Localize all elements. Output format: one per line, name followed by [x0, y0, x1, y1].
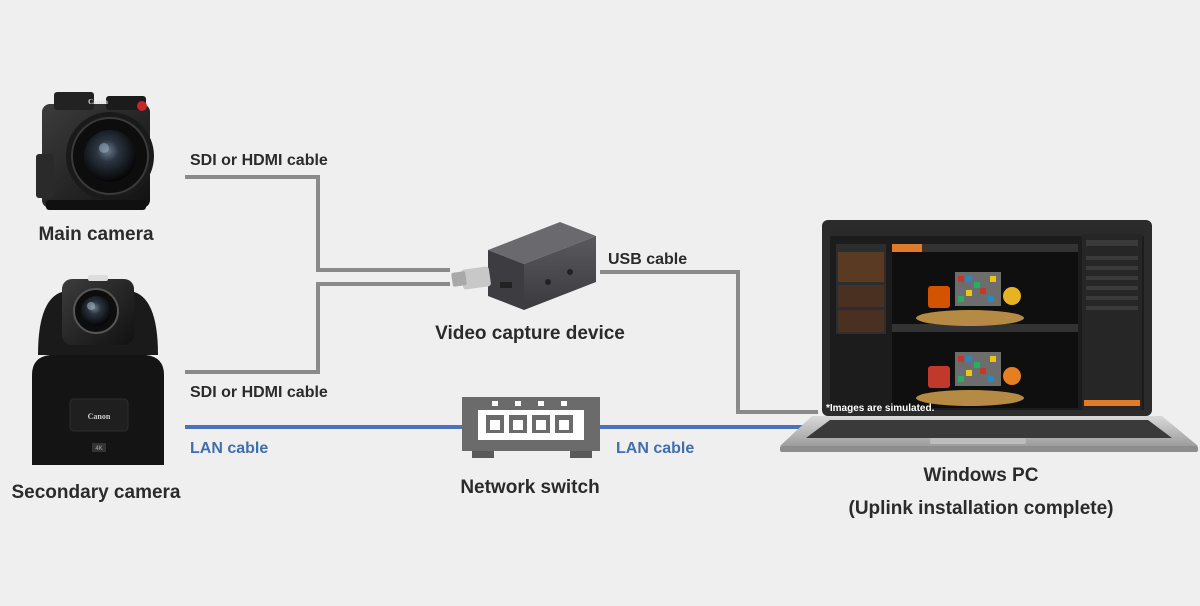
network-switch-label: Network switch	[460, 477, 600, 498]
sdi-hdmi-cable-top	[185, 175, 450, 272]
secondary-camera-badge: 4K	[95, 446, 102, 452]
simulated-note: *Images are simulated.	[826, 403, 935, 414]
secondary-camera-label: Secondary camera	[11, 482, 181, 503]
usb-cable	[600, 270, 818, 414]
usb-cable-label: USB cable	[608, 251, 688, 268]
uplink-label: (Uplink installation complete)	[848, 498, 1114, 519]
video-capture-device-label: Video capture device	[435, 323, 625, 344]
sdi-hdmi-cable-bottom	[185, 282, 450, 374]
secondary-camera-brand: Canon	[88, 412, 111, 421]
main-camera-brand: Canon	[88, 98, 108, 106]
laptop-icon: *Images are simulated.	[780, 220, 1198, 452]
lan-cable-right-label: LAN cable	[616, 440, 695, 457]
sdi-hdmi-cable-bottom-label: SDI or HDMI cable	[190, 384, 328, 401]
main-camera-label: Main camera	[38, 224, 154, 245]
lan-cable-left-label: LAN cable	[190, 440, 269, 457]
video-capture-device-icon	[451, 222, 596, 310]
windows-pc-label: Windows PC	[923, 465, 1039, 486]
sdi-hdmi-cable-top-label: SDI or HDMI cable	[190, 152, 328, 169]
main-camera-icon: Canon	[36, 92, 154, 210]
network-switch-icon	[462, 397, 600, 458]
secondary-camera-icon: Canon 4K	[32, 275, 164, 465]
